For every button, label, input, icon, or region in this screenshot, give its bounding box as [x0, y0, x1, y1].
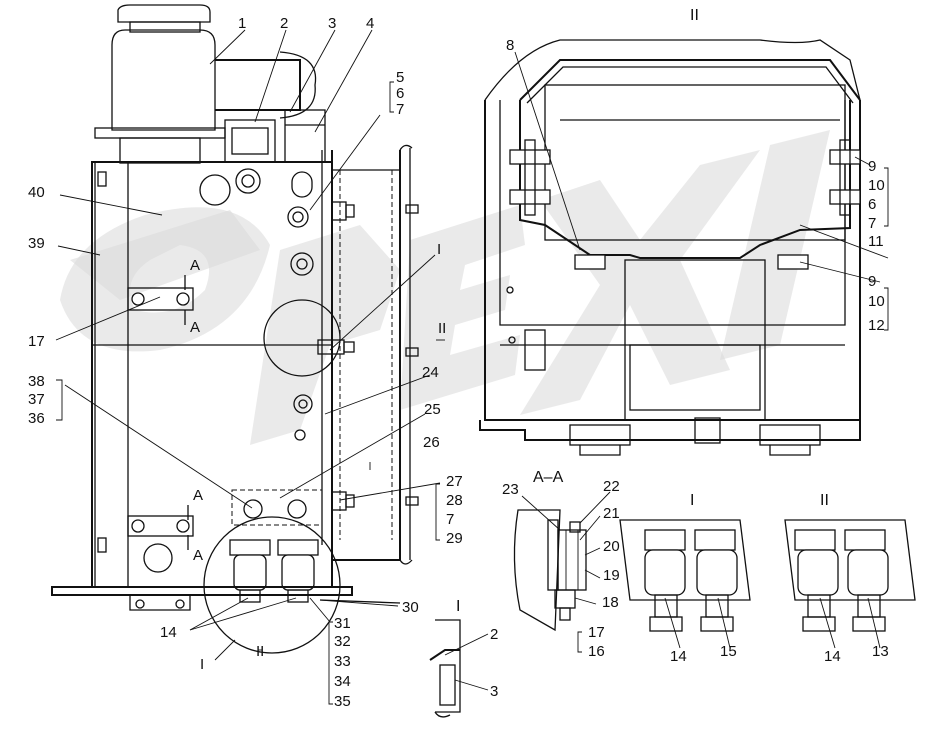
callout-11: 11 — [868, 233, 884, 250]
callout-33: 33 — [334, 653, 351, 670]
callout-A2: A — [190, 319, 200, 336]
watermark-logo — [60, 130, 830, 445]
callout-Ib: I — [200, 656, 204, 673]
callout-36: 36 — [28, 410, 45, 427]
leader-lines — [55, 29, 889, 705]
callout-4: 4 — [366, 15, 374, 32]
detail-i-terminals — [619, 519, 751, 632]
callout-Ia: I — [437, 241, 441, 258]
callout-37: 37 — [28, 391, 45, 408]
callout-10a: 10 — [868, 177, 885, 194]
callout-7: 7 — [396, 101, 404, 118]
callout-23: 23 — [502, 481, 519, 498]
detail-ii-terminals — [784, 519, 916, 632]
callout-39: 39 — [28, 235, 45, 252]
view-title-detail_ii: II — [820, 492, 829, 509]
callout-24: 24 — [422, 364, 439, 381]
connector-block — [229, 539, 319, 603]
section-a-a — [513, 509, 587, 632]
callout-6: 6 — [396, 85, 404, 102]
callout-7b: 7 — [446, 511, 454, 528]
callout-31: 31 — [334, 615, 351, 632]
callout-22: 22 — [603, 478, 620, 495]
callout-34: 34 — [334, 673, 351, 690]
callout-13: 13 — [872, 643, 889, 660]
callout-6b: 6 — [868, 196, 876, 213]
callout-16: 16 — [588, 643, 605, 660]
callout-20: 20 — [603, 538, 620, 555]
view-ii — [479, 39, 861, 456]
callout-28: 28 — [446, 492, 463, 509]
callout-15: 15 — [720, 643, 737, 660]
view-title-detail_i: I — [690, 492, 694, 509]
callout-A1: A — [190, 257, 200, 274]
detail-i-bracket — [429, 619, 461, 718]
callout-26: 26 — [423, 434, 440, 451]
main-view — [51, 4, 419, 654]
callout-18: 18 — [602, 594, 619, 611]
callout-A3: A — [193, 487, 203, 504]
callout-2b: 2 — [490, 626, 498, 643]
callout-12: 12 — [868, 317, 885, 334]
callout-27: 27 — [446, 473, 463, 490]
callout-17b: 17 — [588, 624, 605, 641]
view-title-detail_i_bracket: I — [456, 598, 460, 615]
callout-14a: 14 — [160, 624, 177, 641]
callout-10b: 10 — [868, 293, 885, 310]
callout-3b: 3 — [490, 683, 498, 700]
callout-7c: 7 — [868, 215, 876, 232]
callout-21: 21 — [603, 505, 620, 522]
callout-32: 32 — [334, 633, 351, 650]
callout-14b: 14 — [670, 648, 687, 665]
callout-17a: 17 — [28, 333, 45, 350]
view-title-view_ii: II — [690, 7, 699, 24]
callout-5: 5 — [396, 69, 404, 86]
callout-9b: 9 — [868, 273, 876, 290]
callout-19: 19 — [603, 567, 620, 584]
callout-3: 3 — [328, 15, 336, 32]
callout-9a: 9 — [868, 158, 876, 175]
callout-35: 35 — [334, 693, 351, 710]
callout-29: 29 — [446, 530, 463, 547]
callout-IIarrow: II — [438, 320, 446, 337]
callout-8: 8 — [506, 37, 514, 54]
callout-38: 38 — [28, 373, 45, 390]
callout-25: 25 — [424, 401, 441, 418]
callout-IIb: II — [256, 643, 264, 660]
callout-40: 40 — [28, 184, 45, 201]
callout-2: 2 — [280, 15, 288, 32]
callout-30: 30 — [402, 599, 419, 616]
callout-A4: A — [193, 547, 203, 564]
callout-1: 1 — [238, 15, 246, 32]
callout-14c: 14 — [824, 648, 841, 665]
view-title-section_aa: A–A — [533, 469, 564, 486]
